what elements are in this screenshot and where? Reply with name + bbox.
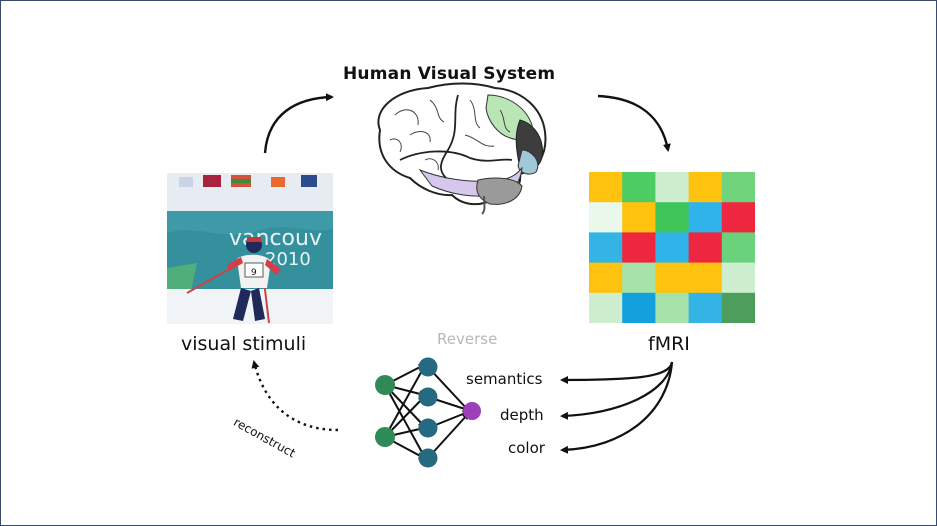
output-color: color <box>508 439 545 457</box>
hidden-node <box>418 357 438 377</box>
fmri-voxel <box>655 292 689 323</box>
title: Human Visual System <box>343 64 556 84</box>
fmri-voxel <box>655 202 689 233</box>
fmri-voxel <box>622 292 656 323</box>
fmri-label: fMRI <box>648 333 690 355</box>
fmri-voxel <box>688 172 723 203</box>
fmri-voxel <box>655 262 689 294</box>
fmri-voxel <box>721 232 755 263</box>
fmri-voxel <box>721 292 755 323</box>
fmri-voxel <box>655 172 689 203</box>
fmri-voxel <box>589 292 623 323</box>
fmri-voxel <box>721 262 755 294</box>
arrow-brain-to-fmri <box>597 94 671 152</box>
fmri-grid <box>589 172 755 323</box>
output-semantics: semantics <box>466 370 543 388</box>
output-node <box>463 402 481 420</box>
fmri-voxel <box>622 202 656 233</box>
banner-text: vancouv <box>229 226 322 251</box>
reverse-label: Reverse <box>437 330 498 348</box>
fmri-voxel <box>589 202 623 233</box>
fmri-voxel <box>655 232 689 263</box>
fmri-voxel <box>721 202 755 233</box>
hidden-node <box>418 418 438 438</box>
fmri-voxel <box>589 232 623 263</box>
fmri-voxel <box>688 202 723 233</box>
arrow-fmri-to-semantics <box>560 361 674 384</box>
fmri-voxel <box>589 262 623 294</box>
fmri-voxel <box>688 292 723 323</box>
hidden-node <box>418 387 438 407</box>
fmri-voxel <box>589 172 623 203</box>
banner-year: 2010 <box>265 249 311 270</box>
neural-network <box>375 357 481 468</box>
stimuli-label: visual stimuli <box>181 333 307 355</box>
arrow-reconstruct <box>251 360 339 432</box>
fmri-voxel <box>622 232 656 263</box>
arrow-stimuli-to-brain <box>263 93 334 154</box>
output-depth: depth <box>500 406 544 424</box>
stimulus-photo: vancouv 2010 9 <box>167 173 333 324</box>
fmri-voxel <box>721 172 755 203</box>
fmri-voxel <box>622 262 656 294</box>
bib-number: 9 <box>251 268 257 278</box>
fmri-voxel <box>688 232 723 263</box>
hidden-node <box>418 448 438 468</box>
input-node <box>375 375 395 395</box>
fmri-voxel <box>622 172 656 203</box>
fmri-voxel <box>688 262 723 294</box>
input-node <box>375 427 395 447</box>
brain-illustration <box>377 82 547 215</box>
arrow-fmri-to-depth <box>560 361 674 420</box>
arrow-fmri-to-color <box>560 361 674 454</box>
